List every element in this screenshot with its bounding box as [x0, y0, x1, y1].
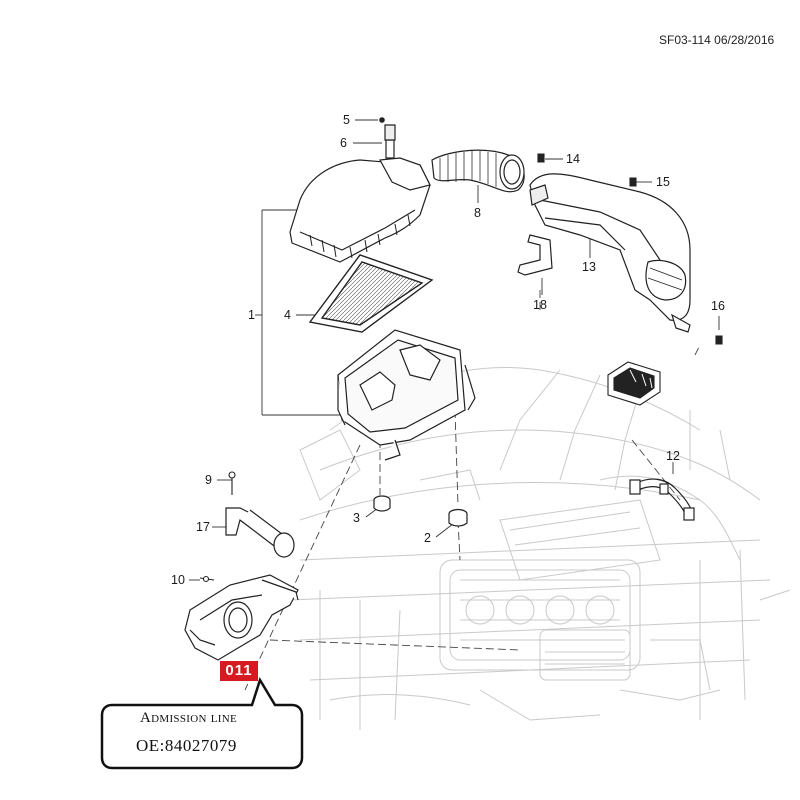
- airbox-upper-cover: [289, 117, 431, 263]
- info-box-title: Admission line: [140, 710, 238, 726]
- callout-number-9: 9: [205, 473, 212, 487]
- callout-number-10: 10: [171, 573, 185, 587]
- highlight-part-tag: 011: [220, 661, 258, 681]
- fasteners: [199, 153, 723, 583]
- airbox-lower-housing: [337, 329, 476, 461]
- engine-bay-background: [289, 367, 791, 730]
- callout-number-2: 2: [424, 531, 431, 545]
- grommets: [373, 495, 468, 527]
- callout-number-8: 8: [474, 206, 481, 220]
- intake-duct: [529, 173, 691, 333]
- bracket: [517, 234, 553, 276]
- callout-number-18: 18: [533, 298, 547, 312]
- callout-number-1: 1: [248, 308, 255, 322]
- callout-number-14: 14: [566, 152, 580, 166]
- intake-hose-corrugated: [431, 149, 525, 193]
- callout-number-4: 4: [284, 308, 291, 322]
- assembly-dash-lines: [244, 290, 701, 691]
- callout-number-6: 6: [340, 136, 347, 150]
- info-callout-box: [100, 676, 304, 770]
- air-filter-element: [308, 254, 434, 333]
- breather-hose: [629, 478, 695, 521]
- callout-number-12: 12: [666, 449, 680, 463]
- info-box-oe-number: OE:84027079: [136, 736, 237, 755]
- drawing-reference: SF03-114 06/28/2016: [659, 33, 775, 47]
- admission-line-part: [184, 574, 299, 661]
- callout-number-15: 15: [656, 175, 670, 189]
- callout-number-3: 3: [353, 511, 360, 525]
- callout-number-16: 16: [711, 299, 725, 313]
- callout-number-17: 17: [196, 520, 210, 534]
- resonator-pipe: [225, 507, 295, 558]
- callout-number-5: 5: [343, 113, 350, 127]
- connector-icon: [607, 361, 661, 406]
- callout-number-13: 13: [582, 260, 596, 274]
